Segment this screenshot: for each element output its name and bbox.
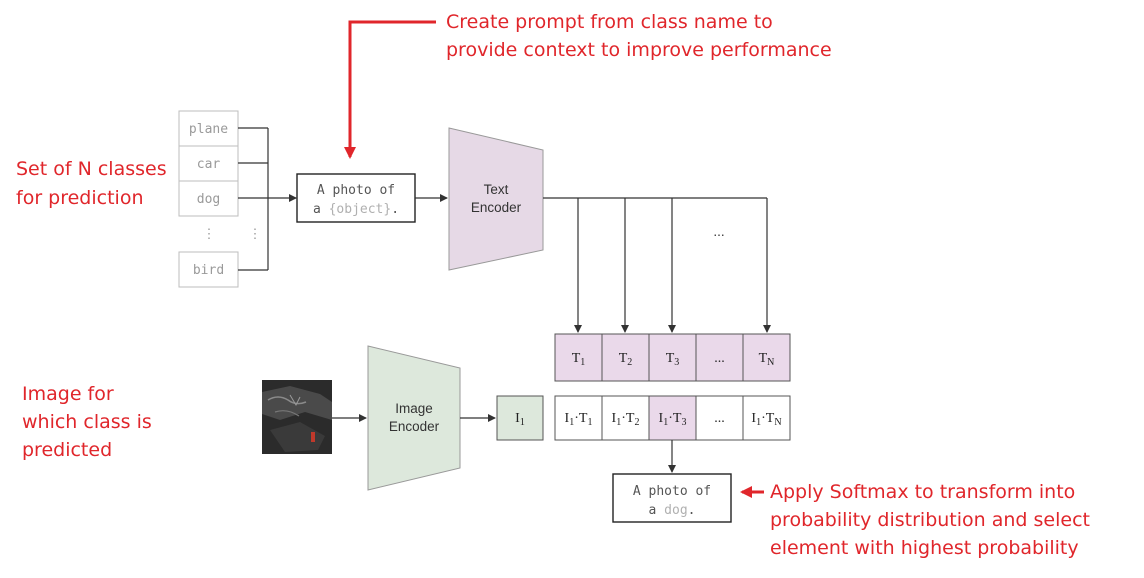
prompt-template-box: A photo of a {object}. bbox=[296, 173, 416, 223]
input-image bbox=[262, 380, 332, 454]
softmax-note-line2: probability distribution and select bbox=[770, 509, 1090, 531]
prompt-note-line1: Create prompt from class name to bbox=[446, 11, 773, 33]
image-encoder-label-1: Image bbox=[395, 401, 433, 416]
classes-note-line1: Set of N classes bbox=[16, 158, 167, 180]
result-box: A photo of a dog. bbox=[612, 473, 732, 523]
text-encoder-label-2: Encoder bbox=[471, 200, 522, 215]
image-note-line1: Image for bbox=[22, 383, 114, 405]
product-cell-n: I1·TN bbox=[751, 411, 781, 428]
svg-text:I1: I1 bbox=[515, 411, 525, 428]
class-label-bird: bird bbox=[193, 263, 224, 278]
text-embedding-row: T1 T2 T3 ... TN bbox=[554, 333, 791, 382]
t-cell-1: T1 bbox=[572, 351, 586, 368]
prompt-annotation: Create prompt from class name to provide… bbox=[344, 11, 832, 159]
text-encoder: Text Encoder bbox=[448, 127, 544, 271]
image-note-line2: which class is bbox=[22, 411, 152, 433]
prompt-line1: A photo of bbox=[317, 183, 395, 198]
prompt-line2: a {object}. bbox=[313, 202, 399, 217]
image-note-line3: predicted bbox=[22, 439, 112, 461]
class-label-car: car bbox=[197, 157, 221, 172]
product-cell-1: I1·T1 bbox=[565, 411, 593, 428]
product-cell-2: I1·T2 bbox=[612, 411, 640, 428]
classes-annotation: Set of N classes for prediction bbox=[16, 158, 167, 209]
t-cell-3: T3 bbox=[666, 351, 680, 368]
result-line1: A photo of bbox=[633, 484, 711, 499]
connector-ellipsis: ⋮ bbox=[249, 227, 262, 242]
class-list-ellipsis: ⋮ bbox=[203, 227, 216, 242]
t-cell-ellipsis: ... bbox=[714, 351, 725, 366]
image-encoder-label-2: Encoder bbox=[389, 419, 440, 434]
product-cell-ellipsis: ... bbox=[714, 411, 725, 426]
t-cell-2: T2 bbox=[619, 351, 633, 368]
softmax-note-line3: element with highest probability bbox=[770, 537, 1079, 559]
image-annotation: Image for which class is predicted bbox=[22, 383, 152, 461]
class-label-dog: dog bbox=[197, 192, 220, 207]
image-embedding-cell: I1 bbox=[496, 395, 544, 441]
softmax-annotation: Apply Softmax to transform into probabil… bbox=[740, 481, 1090, 559]
class-list: plane car dog bird ⋮ ⋮ bbox=[178, 110, 297, 288]
prompt-note-line2: provide context to improve performance bbox=[446, 39, 832, 61]
class-connectors bbox=[238, 127, 297, 271]
product-cell-3: I1·T3 bbox=[659, 411, 687, 428]
text-encoder-label-1: Text bbox=[484, 182, 509, 197]
image-encoder: Image Encoder bbox=[367, 345, 461, 491]
text-embedding-arrows bbox=[543, 197, 771, 333]
softmax-note-line1: Apply Softmax to transform into bbox=[770, 481, 1075, 503]
class-label-plane: plane bbox=[189, 122, 228, 137]
classes-note-line2: for prediction bbox=[16, 187, 144, 209]
encoder-output-ellipsis: ... bbox=[713, 224, 724, 239]
prompt-note-arrow bbox=[344, 20, 436, 159]
result-line2: a dog. bbox=[649, 503, 696, 518]
t-cell-n: TN bbox=[759, 351, 775, 368]
similarity-row: I1·T1 I1·T2 I1·T3 ... I1·TN bbox=[554, 395, 791, 441]
